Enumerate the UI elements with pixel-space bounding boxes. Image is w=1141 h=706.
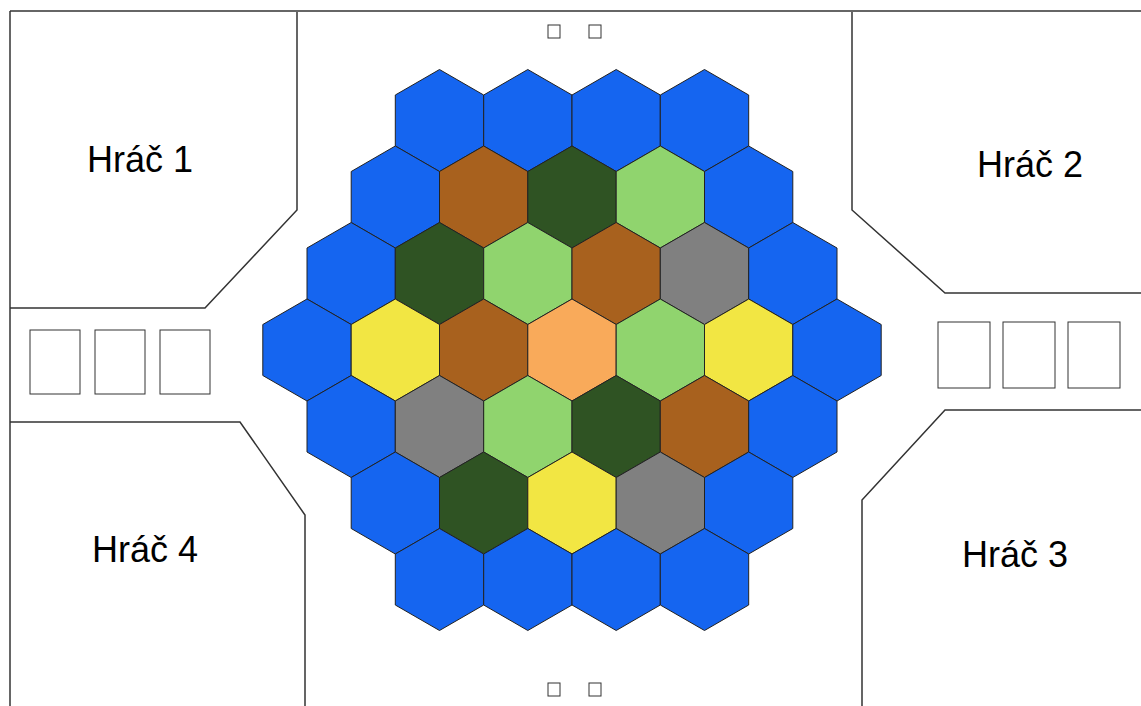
- player-area: Hráč 4: [0, 420, 310, 706]
- player-area: Hráč 3: [860, 405, 1141, 706]
- player-label: Hráč 4: [92, 529, 198, 571]
- hex-tile: [572, 529, 660, 631]
- player-label: Hráč 3: [962, 534, 1068, 576]
- player-label: Hráč 1: [87, 139, 193, 181]
- hex-tile: [660, 529, 748, 631]
- hex-tile: [484, 529, 572, 631]
- player-area: Hráč 2: [850, 0, 1141, 300]
- player-label: Hráč 2: [977, 144, 1083, 186]
- hex-tile: [395, 529, 483, 631]
- player-area: Hráč 1: [0, 0, 300, 312]
